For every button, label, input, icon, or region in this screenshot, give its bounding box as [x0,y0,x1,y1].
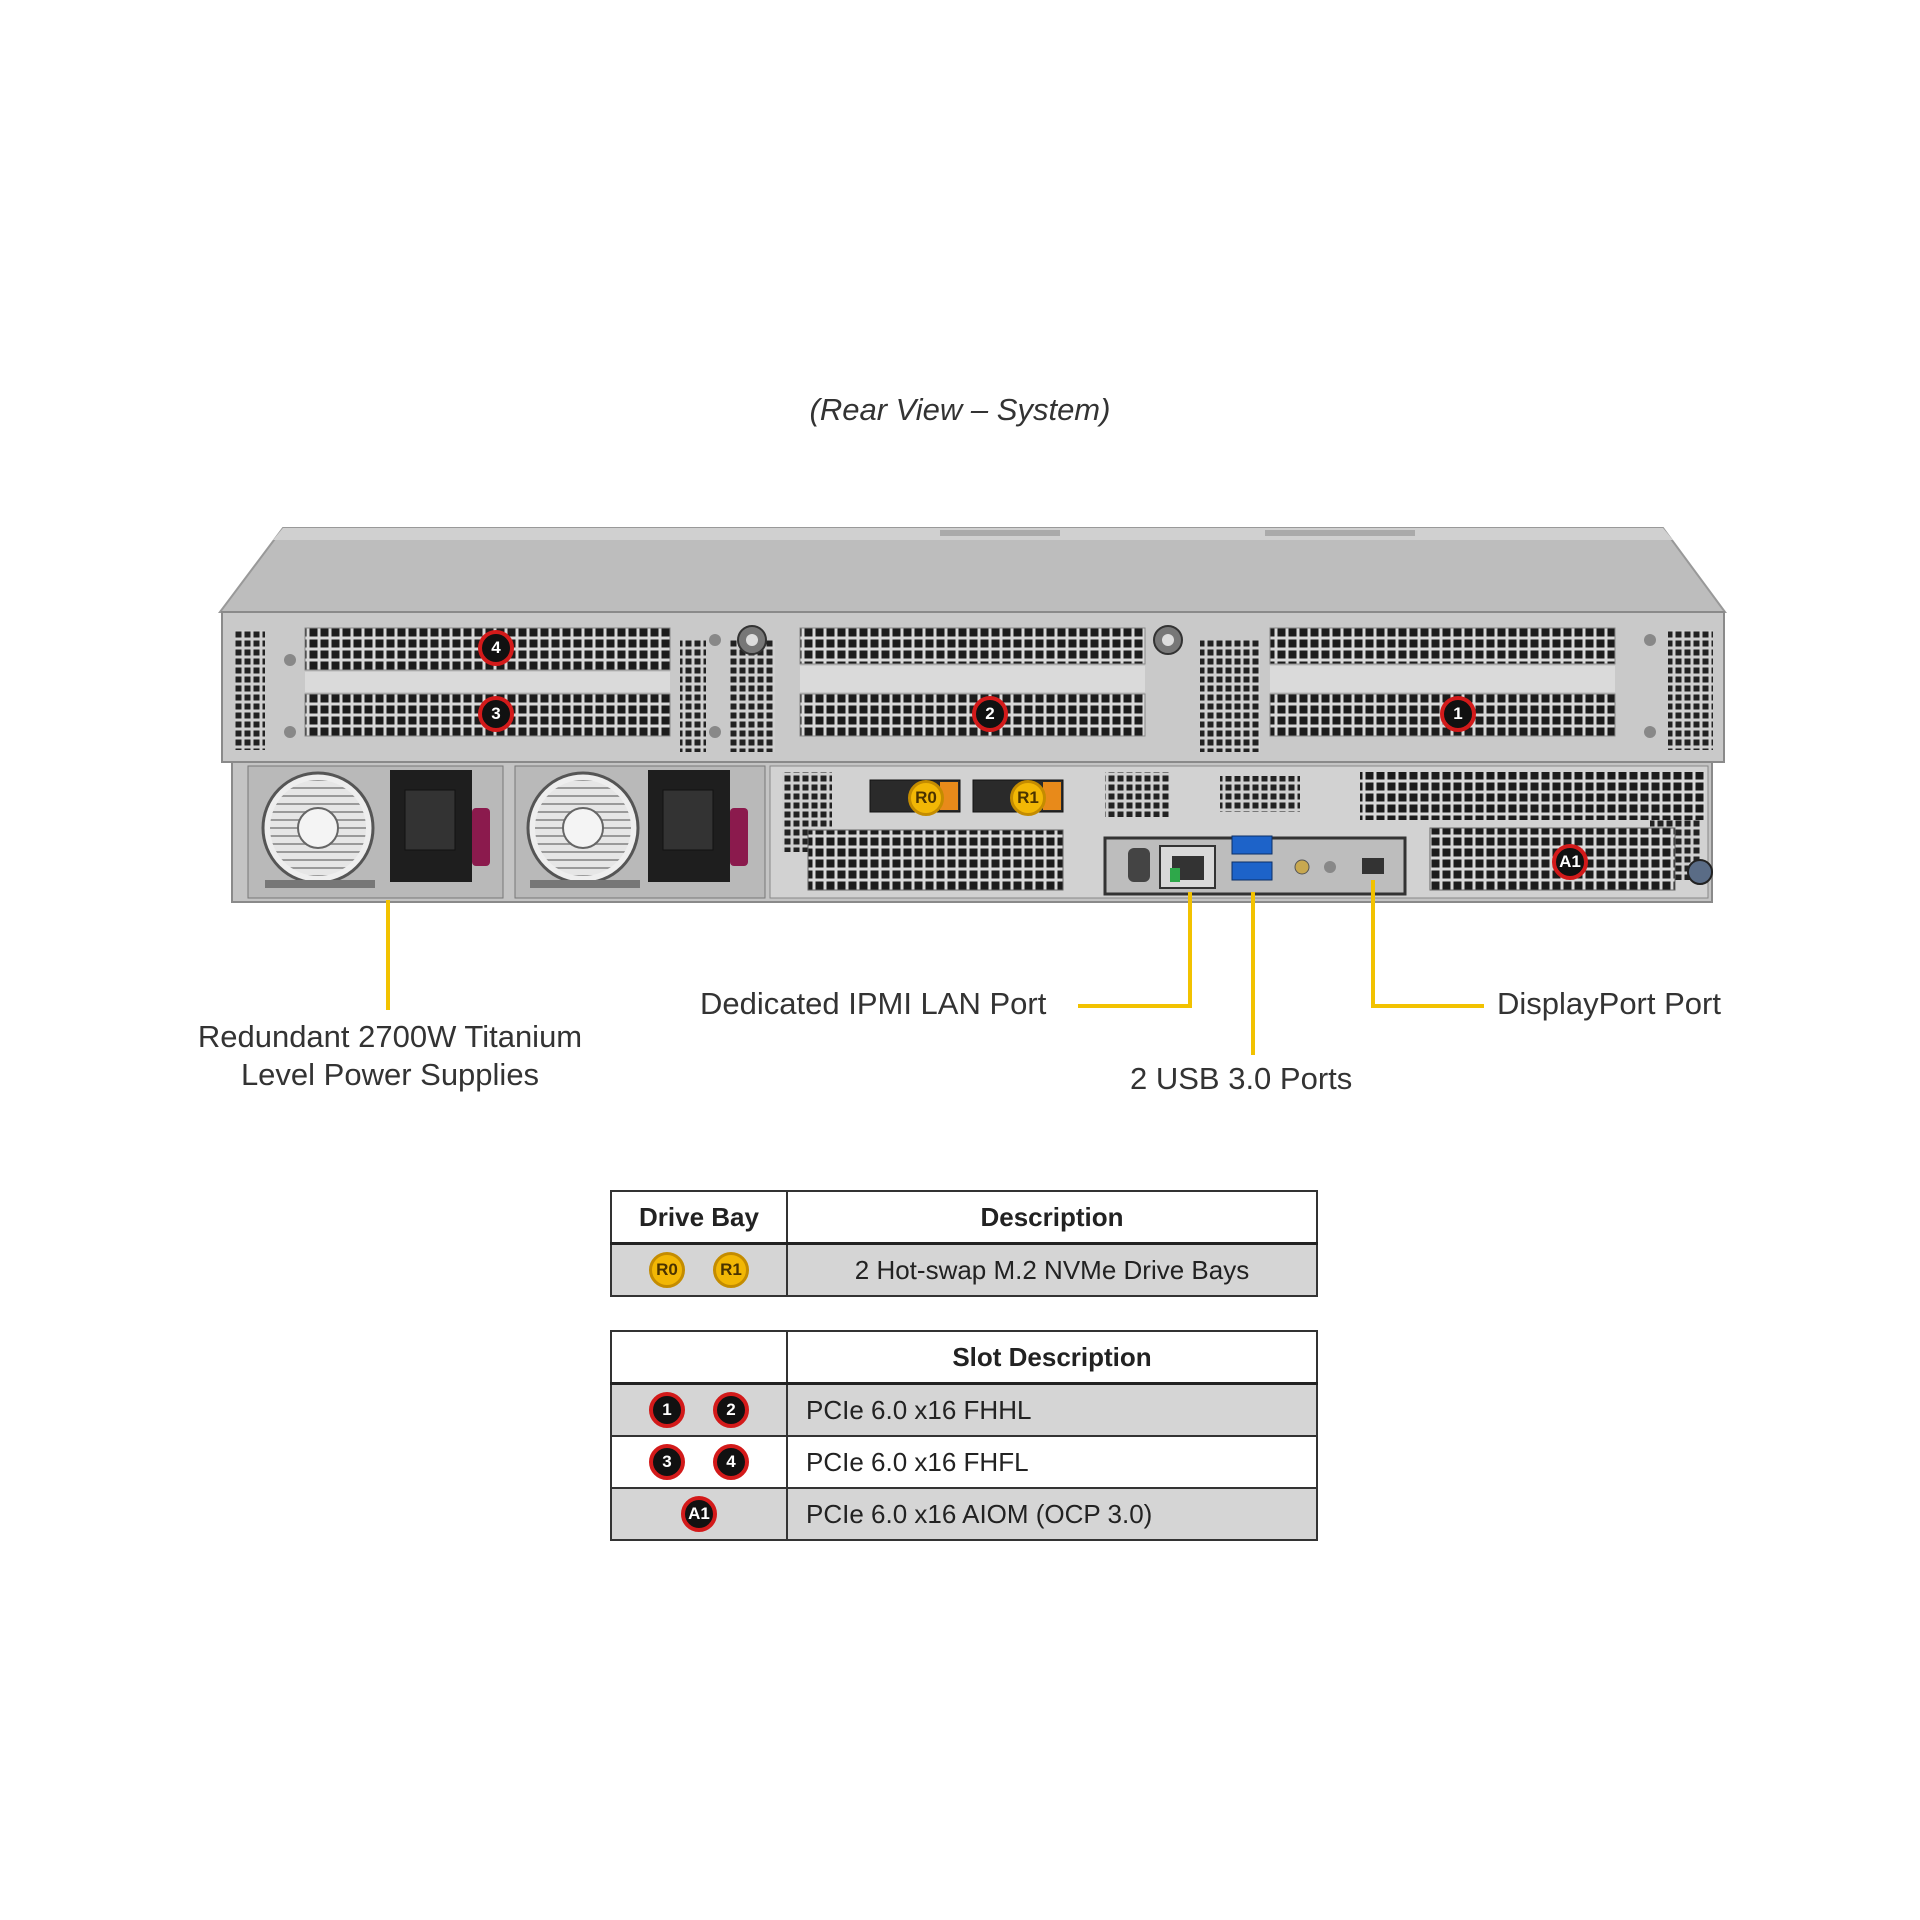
usb-callout: 2 USB 3.0 Ports [1130,1061,1353,1096]
slot-badges: A1 [610,1487,788,1541]
drive-bay-header: Drive Bay [610,1190,788,1245]
slot1-marker: 1 [1440,696,1476,732]
server-rear-illustration [218,527,1727,1055]
slot2-badge: 2 [713,1392,749,1428]
psu-callout-line1: Redundant 2700W Titanium [197,1019,583,1054]
aiom-badge: A1 [681,1496,717,1532]
slot4-badge: 4 [713,1444,749,1480]
drive-bay-description: 2 Hot-swap M.2 NVMe Drive Bays [786,1242,1318,1297]
power-supply-1 [247,765,504,899]
slot-id-header [610,1330,788,1385]
aiom-marker: A1 [1552,844,1588,880]
bay-r0-badge: R0 [649,1252,685,1288]
slot-table-header: Slot Description [610,1330,1318,1385]
slot1-badge: 1 [649,1392,685,1428]
slot3-badge: 3 [649,1444,685,1480]
bay-r1-badge: R1 [713,1252,749,1288]
ipmi-callout: Dedicated IPMI LAN Port [700,986,1047,1021]
power-supply-2 [514,765,766,899]
slot3-marker: 3 [478,696,514,732]
slot4-marker: 4 [478,630,514,666]
table-row: R0 R1 2 Hot-swap M.2 NVMe Drive Bays [610,1242,1318,1297]
pcie-section [221,611,1725,763]
slot-description-header: Slot Description [786,1330,1318,1385]
chassis-top-cover [218,527,1727,613]
bay-r1-marker: R1 [1010,780,1046,816]
description-header: Description [786,1190,1318,1245]
drive-bay-badges: R0 R1 [610,1242,788,1297]
slot-description: PCIe 6.0 x16 AIOM (OCP 3.0) [786,1487,1318,1541]
drive-bay-table-header: Drive Bay Description [610,1190,1318,1245]
slot-description: PCIe 6.0 x16 FHHL [786,1382,1318,1437]
figure-title: (Rear View – System) [809,392,1111,427]
leader-lines [386,880,1484,1055]
io-section [231,761,1713,903]
psu-callout: Redundant 2700W Titanium Level Power Sup… [150,1018,630,1094]
drive-bay-table: Drive Bay Description R0 R1 2 Hot-swap M.… [610,1190,1318,1297]
slot2-marker: 2 [972,696,1008,732]
displayport-callout: DisplayPort Port [1497,986,1721,1021]
psu-callout-line2: Level Power Supplies [240,1057,540,1092]
slot-description: PCIe 6.0 x16 FHFL [786,1435,1318,1489]
bay-r0-marker: R0 [908,780,944,816]
table-row: A1 PCIe 6.0 x16 AIOM (OCP 3.0) [610,1487,1318,1541]
